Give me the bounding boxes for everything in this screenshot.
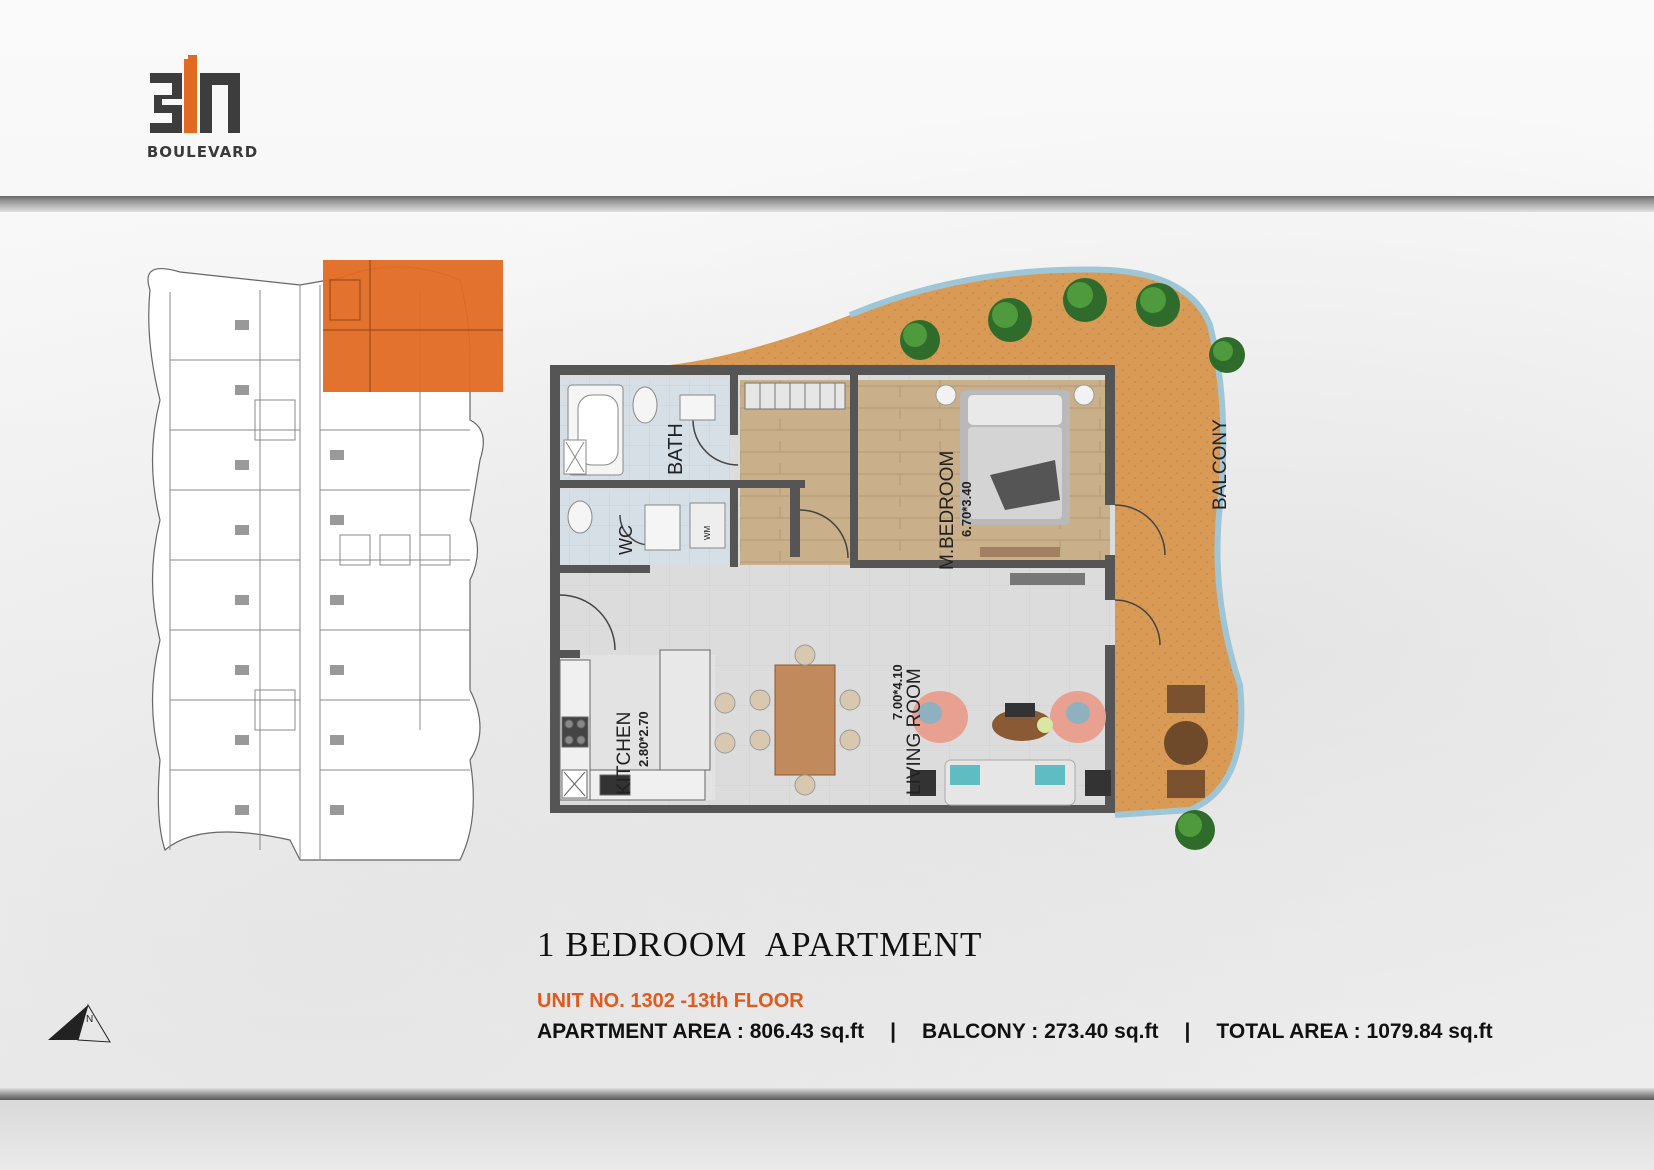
- area-summary: APARTMENT AREA : 806.43 sq.ft | BALCONY …: [537, 1020, 1493, 1044]
- tree-icon: [900, 278, 1245, 850]
- room-label-wm: WM: [703, 525, 712, 540]
- room-label-wc: WC: [616, 525, 636, 555]
- room-label-living: LIVING ROOM: [904, 668, 925, 795]
- total-area: TOTAL AREA : 1079.84 sq.ft: [1216, 1020, 1493, 1043]
- area-separator: |: [890, 1020, 896, 1043]
- header-divider: [0, 196, 1654, 212]
- room-dim-living: 7.00*4.10: [890, 664, 905, 720]
- unit-highlight: [323, 260, 503, 392]
- room-label-balcony: BALCONY: [1210, 419, 1231, 510]
- apartment-area: APARTMENT AREA : 806.43 sq.ft: [537, 1020, 865, 1043]
- unit-number: UNIT NO. 1302 -13th FLOOR: [537, 990, 804, 1012]
- north-arrow-icon: N: [48, 1003, 111, 1043]
- bed: [935, 384, 1095, 525]
- room-label-bedroom: M.BEDROOM: [937, 451, 958, 570]
- floor-plan: BATH WC WM M.BEDROOM 6.70*3.40 BALCONY K…: [550, 266, 1245, 850]
- room-label-kitchen: KITCHEN: [614, 712, 635, 795]
- dining-table: [714, 644, 861, 796]
- brand-logo: [150, 55, 240, 133]
- footer-divider: [0, 1088, 1654, 1100]
- room-dim-kitchen: 2.80*2.70: [636, 711, 651, 767]
- footer-strip: [0, 1100, 1654, 1170]
- room-dim-bedroom: 6.70*3.40: [959, 481, 974, 537]
- apartment-title: 1 BEDROOM APARTMENT: [537, 925, 983, 964]
- key-plan: [147, 260, 503, 861]
- living-furniture: [910, 691, 1111, 806]
- area-separator: |: [1184, 1020, 1191, 1043]
- logo-wordmark: BOULEVARD: [146, 143, 259, 161]
- room-label-bath: BATH: [665, 423, 687, 475]
- balcony-area: BALCONY : 273.40 sq.ft: [922, 1020, 1159, 1043]
- svg-text:N: N: [86, 1014, 93, 1025]
